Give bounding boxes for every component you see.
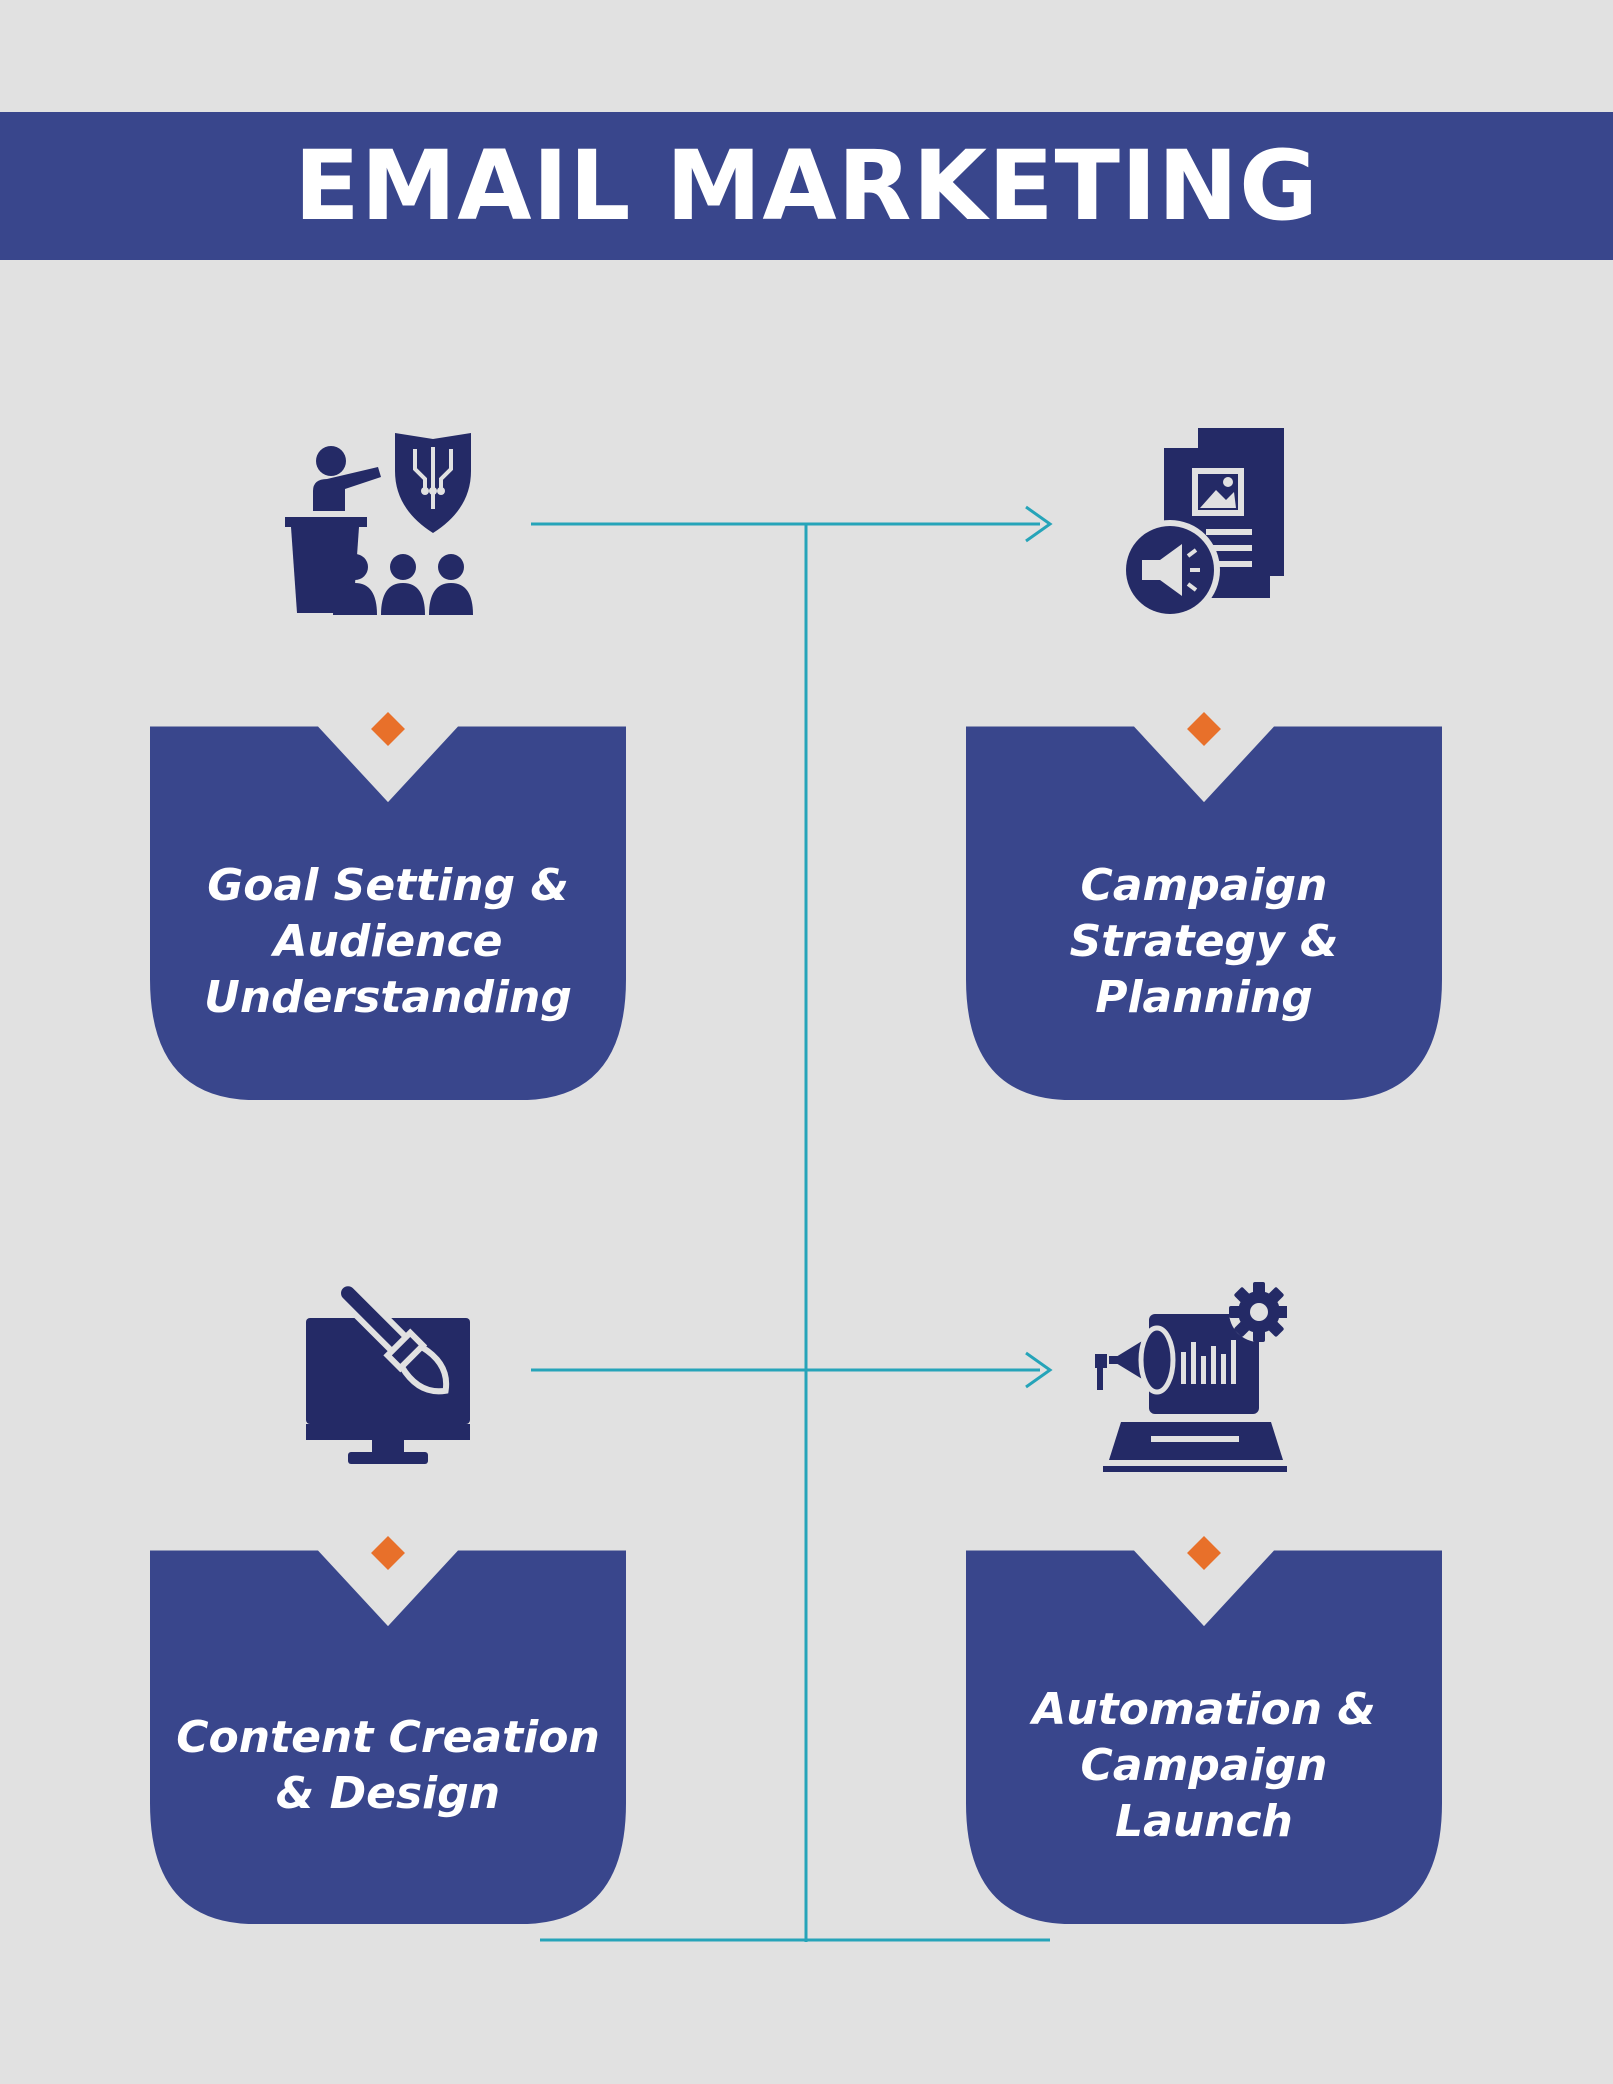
gear-icon bbox=[1229, 1282, 1287, 1342]
title-banner: EMAIL MARKETING bbox=[0, 112, 1613, 260]
step-card-automation-launch: Automation & Campaign Launch bbox=[966, 1524, 1442, 1924]
step-label: Campaign Strategy & Planning bbox=[1069, 860, 1339, 1023]
step-marker-diamond bbox=[371, 1536, 405, 1570]
step-card-goal-setting: Goal Setting & Audience Understanding bbox=[150, 700, 626, 1100]
presentation-shield-audience-icon bbox=[283, 425, 483, 625]
page-title: EMAIL MARKETING bbox=[294, 130, 1319, 242]
step-label: Goal Setting & Audience Understanding bbox=[204, 860, 572, 1023]
arrowhead-row-2 bbox=[1025, 1351, 1053, 1389]
step-marker-diamond bbox=[1187, 1536, 1221, 1570]
step-marker-diamond bbox=[1187, 712, 1221, 746]
arrowhead-row-1 bbox=[1025, 505, 1053, 543]
laptop-megaphone-gear-icon bbox=[1087, 1272, 1287, 1472]
step-label: Content Creation & Design bbox=[176, 1712, 600, 1819]
step-card-content-creation: Content Creation & Design bbox=[150, 1524, 626, 1924]
step-card-campaign-strategy: Campaign Strategy & Planning bbox=[966, 700, 1442, 1100]
documents-megaphone-icon bbox=[1112, 422, 1312, 622]
step-label: Automation & Campaign Launch bbox=[1032, 1684, 1376, 1847]
step-marker-diamond bbox=[371, 712, 405, 746]
monitor-paintbrush-icon bbox=[300, 1268, 500, 1468]
